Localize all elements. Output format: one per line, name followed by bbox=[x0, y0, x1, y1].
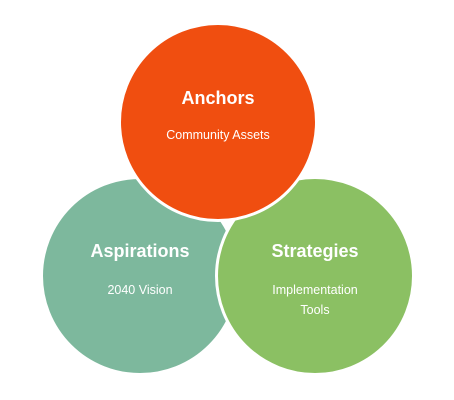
anchors-title: Anchors bbox=[181, 88, 255, 108]
aspirations-subtitle: 2040 Vision bbox=[107, 283, 173, 297]
aspirations-title: Aspirations bbox=[90, 241, 190, 261]
strategies-subtitle: Implementation Tools bbox=[272, 283, 358, 317]
anchors-circle: Anchors Community Assets bbox=[118, 22, 318, 222]
strategies-title: Strategies bbox=[271, 241, 359, 261]
strategies-circle: Strategies Implementation Tools bbox=[215, 176, 415, 376]
anchors-subtitle: Community Assets bbox=[166, 128, 270, 142]
